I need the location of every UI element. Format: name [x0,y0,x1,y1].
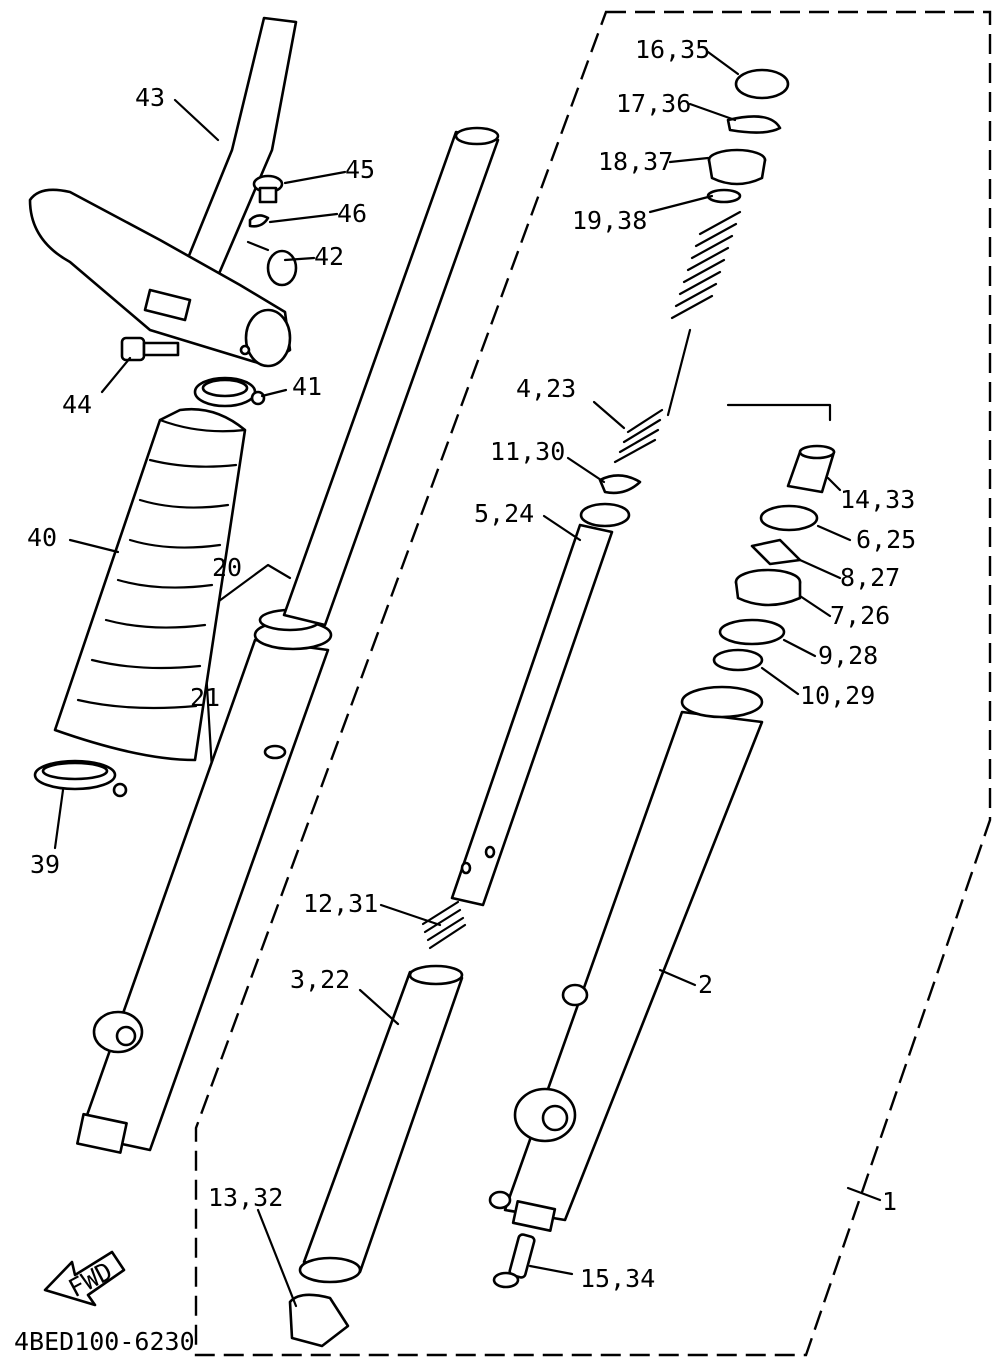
outer-tube-21 [76,608,333,1154]
rebound-spring [421,900,467,950]
label-46: 46 [337,199,367,228]
dust-seal-14-33 [786,444,836,494]
label-39: 39 [30,850,60,879]
outer-tube-2 [488,685,764,1233]
bracket-part-1 [726,403,832,422]
label-18-37: 18,37 [598,147,673,176]
label-19-38: 19,38 [572,206,647,235]
label-21: 21 [190,683,220,712]
label-41: 41 [292,372,322,401]
label-17-36: 17,36 [616,89,691,118]
piston-ring [598,474,642,495]
clip-8-27 [750,538,802,566]
fwd-arrow-icon [43,1250,126,1307]
label-10-29: 10,29 [800,681,875,710]
label-11-30: 11,30 [490,437,565,466]
fork-spring [670,210,742,320]
clamp-41 [193,376,266,408]
label-1: 1 [882,1187,897,1216]
label-6-25: 6,25 [856,525,916,554]
label-42: 42 [314,242,344,271]
label-7-26: 7,26 [830,601,890,630]
label-40: 40 [27,523,57,552]
label-20: 20 [212,553,242,582]
diagram-code: 4BED100-6230 [14,1327,195,1356]
circlip-17-36 [726,115,782,134]
clamp-39 [33,759,128,798]
steering-stem [28,16,298,368]
label-45: 45 [345,155,375,184]
label-14-33: 14,33 [840,485,915,514]
bushing-10-29 [712,648,764,672]
seal-6-25 [759,504,819,532]
label-8-27: 8,27 [840,563,900,592]
label-3-22: 3,22 [290,965,350,994]
spring-4-23 [613,408,664,464]
label-4-23: 4,23 [516,374,576,403]
label-13-32: 13,32 [208,1183,283,1212]
screw-45 [252,174,284,204]
label-16-35: 16,35 [635,35,710,64]
label-5-24: 5,24 [474,499,534,528]
label-44: 44 [62,390,92,419]
label-12-31: 12,31 [303,889,378,918]
washer-9-28 [718,618,786,646]
label-43: 43 [135,83,165,112]
bracket-part-20 [198,563,292,617]
spacer-18-37 [707,148,767,186]
bolt-15-34 [492,1233,536,1289]
bolt-44 [120,336,180,362]
assembly-boundary [194,10,992,1357]
fork-boot-40 [53,407,247,762]
label-9-28: 9,28 [818,641,878,670]
oil-seal-7-26 [734,568,802,607]
oil-lock-piece [288,1293,350,1348]
clip-46 [248,214,270,228]
label-15-34: 15,34 [580,1264,655,1293]
ring-42 [266,249,298,287]
cap-bolt [734,68,790,100]
inner-tube-3-22 [298,964,464,1284]
damper-rod [450,502,631,907]
label-2: 2 [698,970,713,999]
